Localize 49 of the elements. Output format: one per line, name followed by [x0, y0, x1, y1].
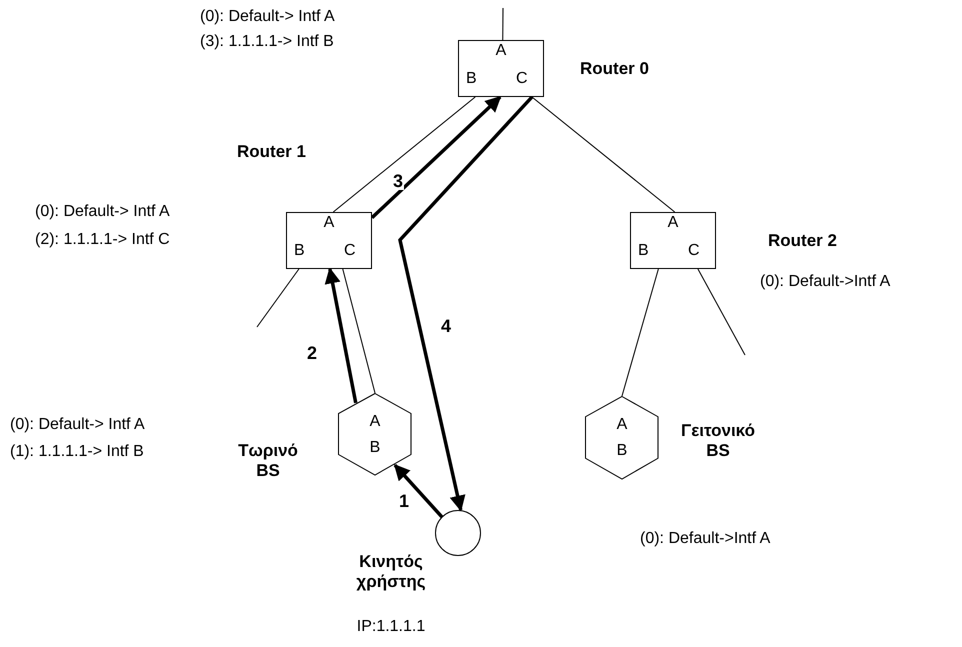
router-name: Router 1	[237, 142, 306, 162]
interface-label: C	[688, 243, 700, 259]
interface-label: B	[370, 440, 380, 456]
step-number: 1	[398, 492, 410, 510]
base-station-hexagon	[585, 396, 659, 480]
interface-label: B	[466, 71, 477, 87]
interface-label: B	[616, 443, 628, 459]
connection-line	[622, 268, 659, 396]
step-number: 2	[306, 344, 318, 362]
router-name: Router 0	[580, 59, 649, 79]
connection-line	[697, 268, 746, 356]
station-name: Τωρινό BS	[237, 441, 299, 480]
step-number: 3	[392, 172, 404, 190]
connection-line	[256, 268, 300, 328]
routing-table-entry: (3): 1.1.1.1-> Intf B	[200, 33, 334, 52]
interface-label: B	[638, 243, 649, 259]
interface-label: C	[516, 71, 528, 87]
routing-table-entry: (0): Default->Intf A	[760, 273, 890, 292]
interface-label: C	[344, 243, 356, 259]
arrow	[394, 464, 444, 518]
interface-label: A	[496, 43, 506, 59]
base-station-hexagon	[338, 393, 412, 476]
routing-table-entry: (1): 1.1.1.1-> Intf B	[10, 443, 144, 462]
connection-line	[342, 268, 376, 394]
interface-label: A	[668, 215, 678, 231]
router-box	[458, 40, 544, 97]
interface-label: A	[370, 414, 380, 430]
arrow	[370, 96, 502, 219]
router-box	[286, 212, 372, 269]
routing-table-entry: (0): Default-> Intf A	[200, 8, 335, 26]
routing-table-entry: (2): 1.1.1.1-> Intf C	[35, 231, 170, 250]
interface-label: A	[324, 215, 334, 231]
interface-label: A	[616, 417, 628, 433]
connection-line	[502, 8, 504, 40]
station-name: Γειτονικό BS	[680, 421, 756, 460]
user-name: Κινητός χρήστης	[355, 552, 427, 592]
arrow	[324, 267, 358, 404]
ip-address: IP:1.1.1.1	[356, 618, 426, 636]
mobile-user-circle	[435, 510, 481, 556]
routing-table-entry: (0): Default-> Intf A	[10, 416, 145, 434]
routing-table-entry: (0): Default-> Intf A	[35, 203, 170, 222]
router-box	[630, 212, 716, 269]
router-name: Router 2	[768, 231, 837, 251]
step-number: 4	[440, 317, 452, 335]
arrow	[398, 96, 534, 512]
interface-label: B	[294, 243, 305, 259]
routing-table-entry: (0): Default->Intf A	[640, 530, 770, 548]
connection-line	[531, 96, 676, 212]
connection-line	[332, 96, 476, 212]
